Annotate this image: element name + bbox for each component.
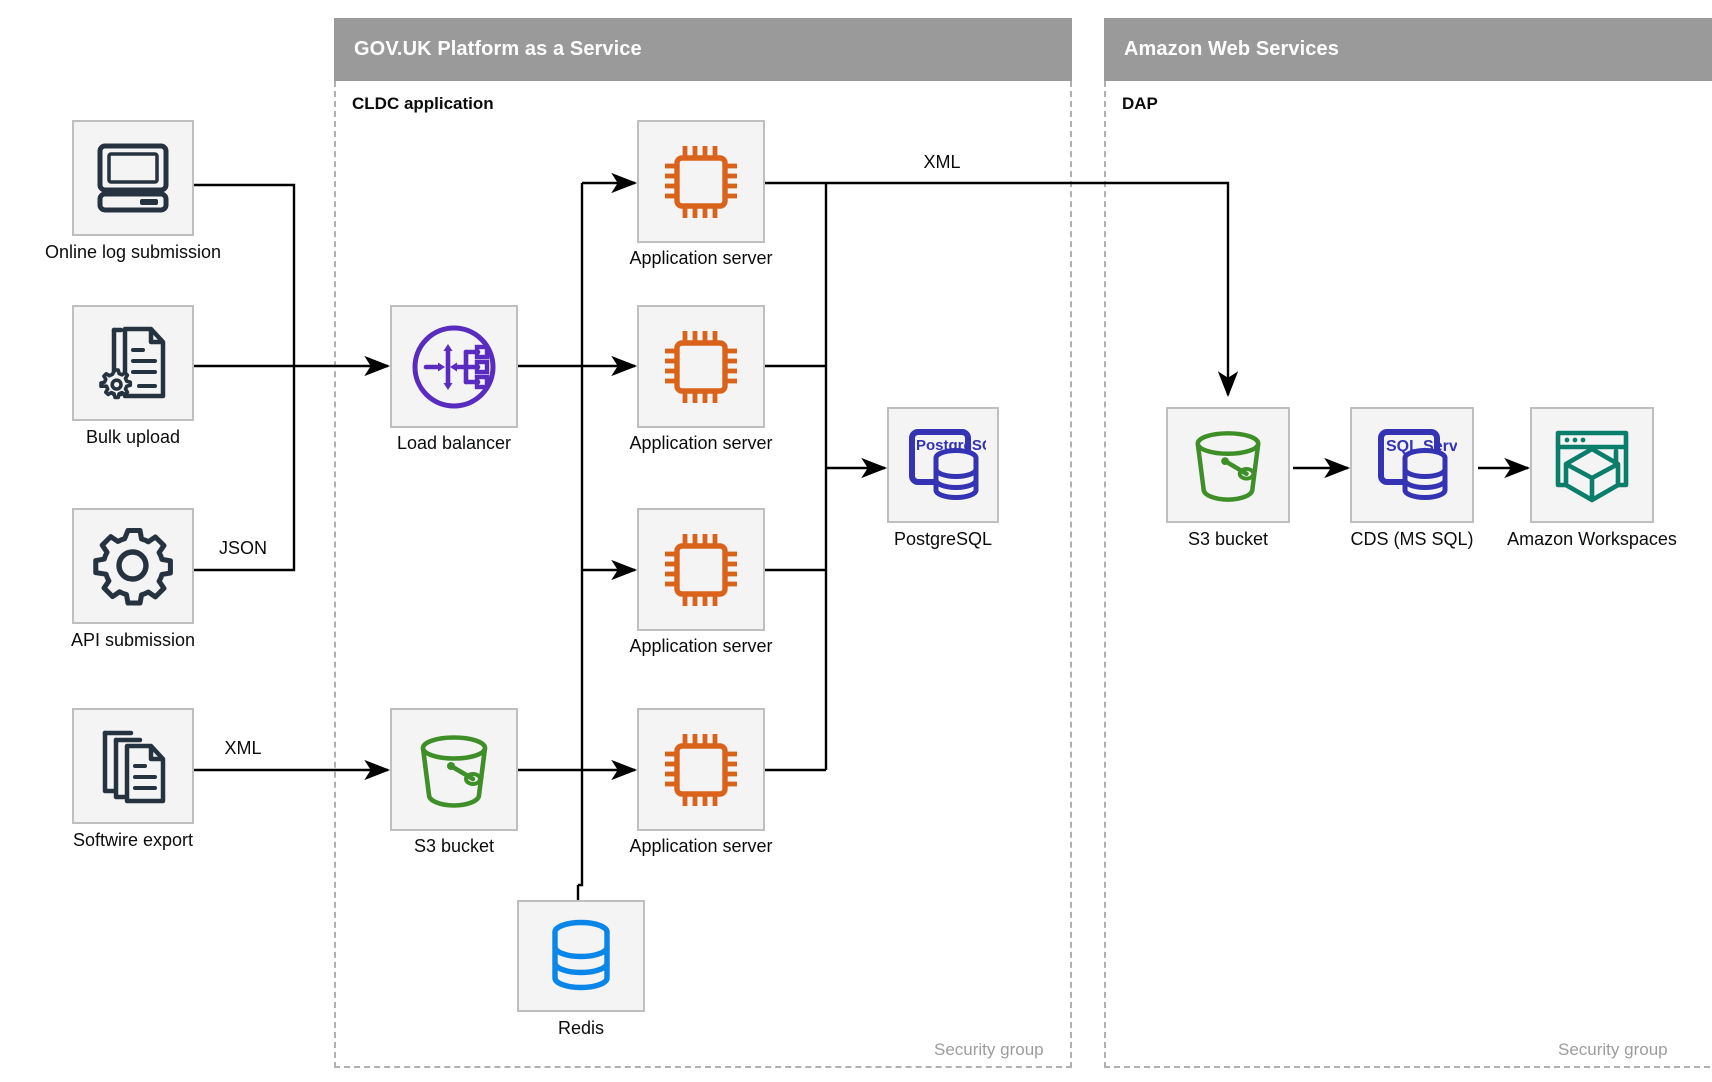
- node-load-balancer-label: Load balancer: [396, 433, 512, 453]
- node-app-server-4-label: Application server: [629, 836, 773, 856]
- node-app-server-3-label: Application server: [629, 636, 773, 656]
- edge-label-json: JSON: [218, 538, 268, 558]
- node-postgresql-label: PostgreSQL: [893, 529, 993, 549]
- node-app-server-2[interactable]: Application server: [629, 305, 773, 453]
- bucket-icon: [411, 730, 497, 810]
- node-amazon-workspaces[interactable]: Amazon Workspaces: [1507, 407, 1677, 549]
- edge-label-xml-in: XML: [224, 738, 262, 758]
- node-redis[interactable]: Redis: [517, 900, 645, 1038]
- node-softwire-export-label: Softwire export: [72, 830, 194, 850]
- node-softwire-export-box[interactable]: [72, 708, 194, 824]
- node-api-submission-box[interactable]: [72, 508, 194, 624]
- node-s3-bucket-paas[interactable]: S3 bucket: [390, 708, 518, 856]
- node-bulk-upload[interactable]: Bulk upload: [72, 305, 194, 447]
- node-api-submission-label: API submission: [70, 630, 196, 650]
- node-app-server-3-box[interactable]: [637, 508, 765, 631]
- documents-stack-icon: [95, 727, 171, 805]
- group-subtitle-dap: DAP: [1122, 94, 1158, 113]
- node-cds-ms-sql-box[interactable]: SQL Server: [1350, 407, 1474, 523]
- cpu-chip-icon: [657, 526, 745, 614]
- node-s3-bucket-paas-label: S3 bucket: [413, 836, 495, 856]
- node-softwire-export[interactable]: Softwire export: [72, 708, 194, 850]
- node-online-log-submission[interactable]: Online log submission: [45, 120, 221, 262]
- cpu-chip-icon: [657, 138, 745, 226]
- load-balancer-icon: [408, 321, 500, 413]
- postgresql-icon: PostgreSQL: [900, 424, 986, 506]
- group-header-paas: GOV.UK Platform as a Service: [334, 18, 1072, 81]
- node-s3-bucket-aws[interactable]: S3 bucket: [1166, 407, 1290, 549]
- node-online-log-submission-label: Online log submission: [44, 242, 222, 262]
- group-header-aws-label: Amazon Web Services: [1124, 38, 1339, 60]
- node-amazon-workspaces-box[interactable]: [1530, 407, 1654, 523]
- group-header-aws: Amazon Web Services: [1104, 18, 1712, 81]
- node-cds-ms-sql[interactable]: SQL Server CDS (MS SQL): [1350, 407, 1474, 549]
- node-app-server-1-box[interactable]: [637, 120, 765, 243]
- node-online-log-submission-box[interactable]: [72, 120, 194, 236]
- database-icon: [548, 919, 614, 993]
- security-group-paas-label: Security group: [934, 1040, 1044, 1059]
- node-bulk-upload-box[interactable]: [72, 305, 194, 421]
- node-load-balancer[interactable]: Load balancer: [390, 305, 518, 453]
- node-load-balancer-box[interactable]: [390, 305, 518, 428]
- cpu-chip-icon: [657, 323, 745, 411]
- node-postgresql-box[interactable]: PostgreSQL: [887, 407, 999, 523]
- bucket-icon: [1186, 426, 1270, 504]
- node-amazon-workspaces-label: Amazon Workspaces: [1507, 529, 1677, 549]
- group-subtitle-cldc: CLDC application: [352, 94, 494, 113]
- node-app-server-2-box[interactable]: [637, 305, 765, 428]
- security-group-paas: [334, 81, 1072, 1068]
- node-bulk-upload-label: Bulk upload: [85, 427, 181, 447]
- sql-server-icon: SQL Server: [1367, 424, 1457, 506]
- document-gear-icon: [95, 324, 171, 402]
- edge-label-xml-out: XML: [923, 152, 961, 172]
- node-app-server-2-label: Application server: [629, 433, 773, 453]
- node-cds-ms-sql-label: CDS (MS SQL): [1350, 529, 1474, 549]
- node-app-server-4-box[interactable]: [637, 708, 765, 831]
- node-app-server-4[interactable]: Application server: [629, 708, 773, 856]
- workspaces-cube-icon: [1550, 425, 1634, 505]
- node-app-server-1-label: Application server: [629, 248, 773, 268]
- node-redis-label: Redis: [557, 1018, 605, 1038]
- cpu-chip-icon: [657, 726, 745, 814]
- node-s3-bucket-paas-box[interactable]: [390, 708, 518, 831]
- security-group-aws: [1104, 81, 1712, 1068]
- desktop-computer-icon: [94, 142, 172, 214]
- node-api-submission[interactable]: API submission: [71, 508, 195, 650]
- security-group-aws-label: Security group: [1558, 1040, 1668, 1059]
- node-app-server-1[interactable]: Application server: [629, 120, 773, 268]
- gear-icon: [93, 526, 173, 606]
- node-app-server-3[interactable]: Application server: [629, 508, 773, 656]
- group-header-paas-label: GOV.UK Platform as a Service: [354, 38, 642, 60]
- node-s3-bucket-aws-box[interactable]: [1166, 407, 1290, 523]
- node-s3-bucket-aws-label: S3 bucket: [1187, 529, 1269, 549]
- node-postgresql[interactable]: PostgreSQL PostgreSQL: [887, 407, 1009, 549]
- node-redis-box[interactable]: [517, 900, 645, 1012]
